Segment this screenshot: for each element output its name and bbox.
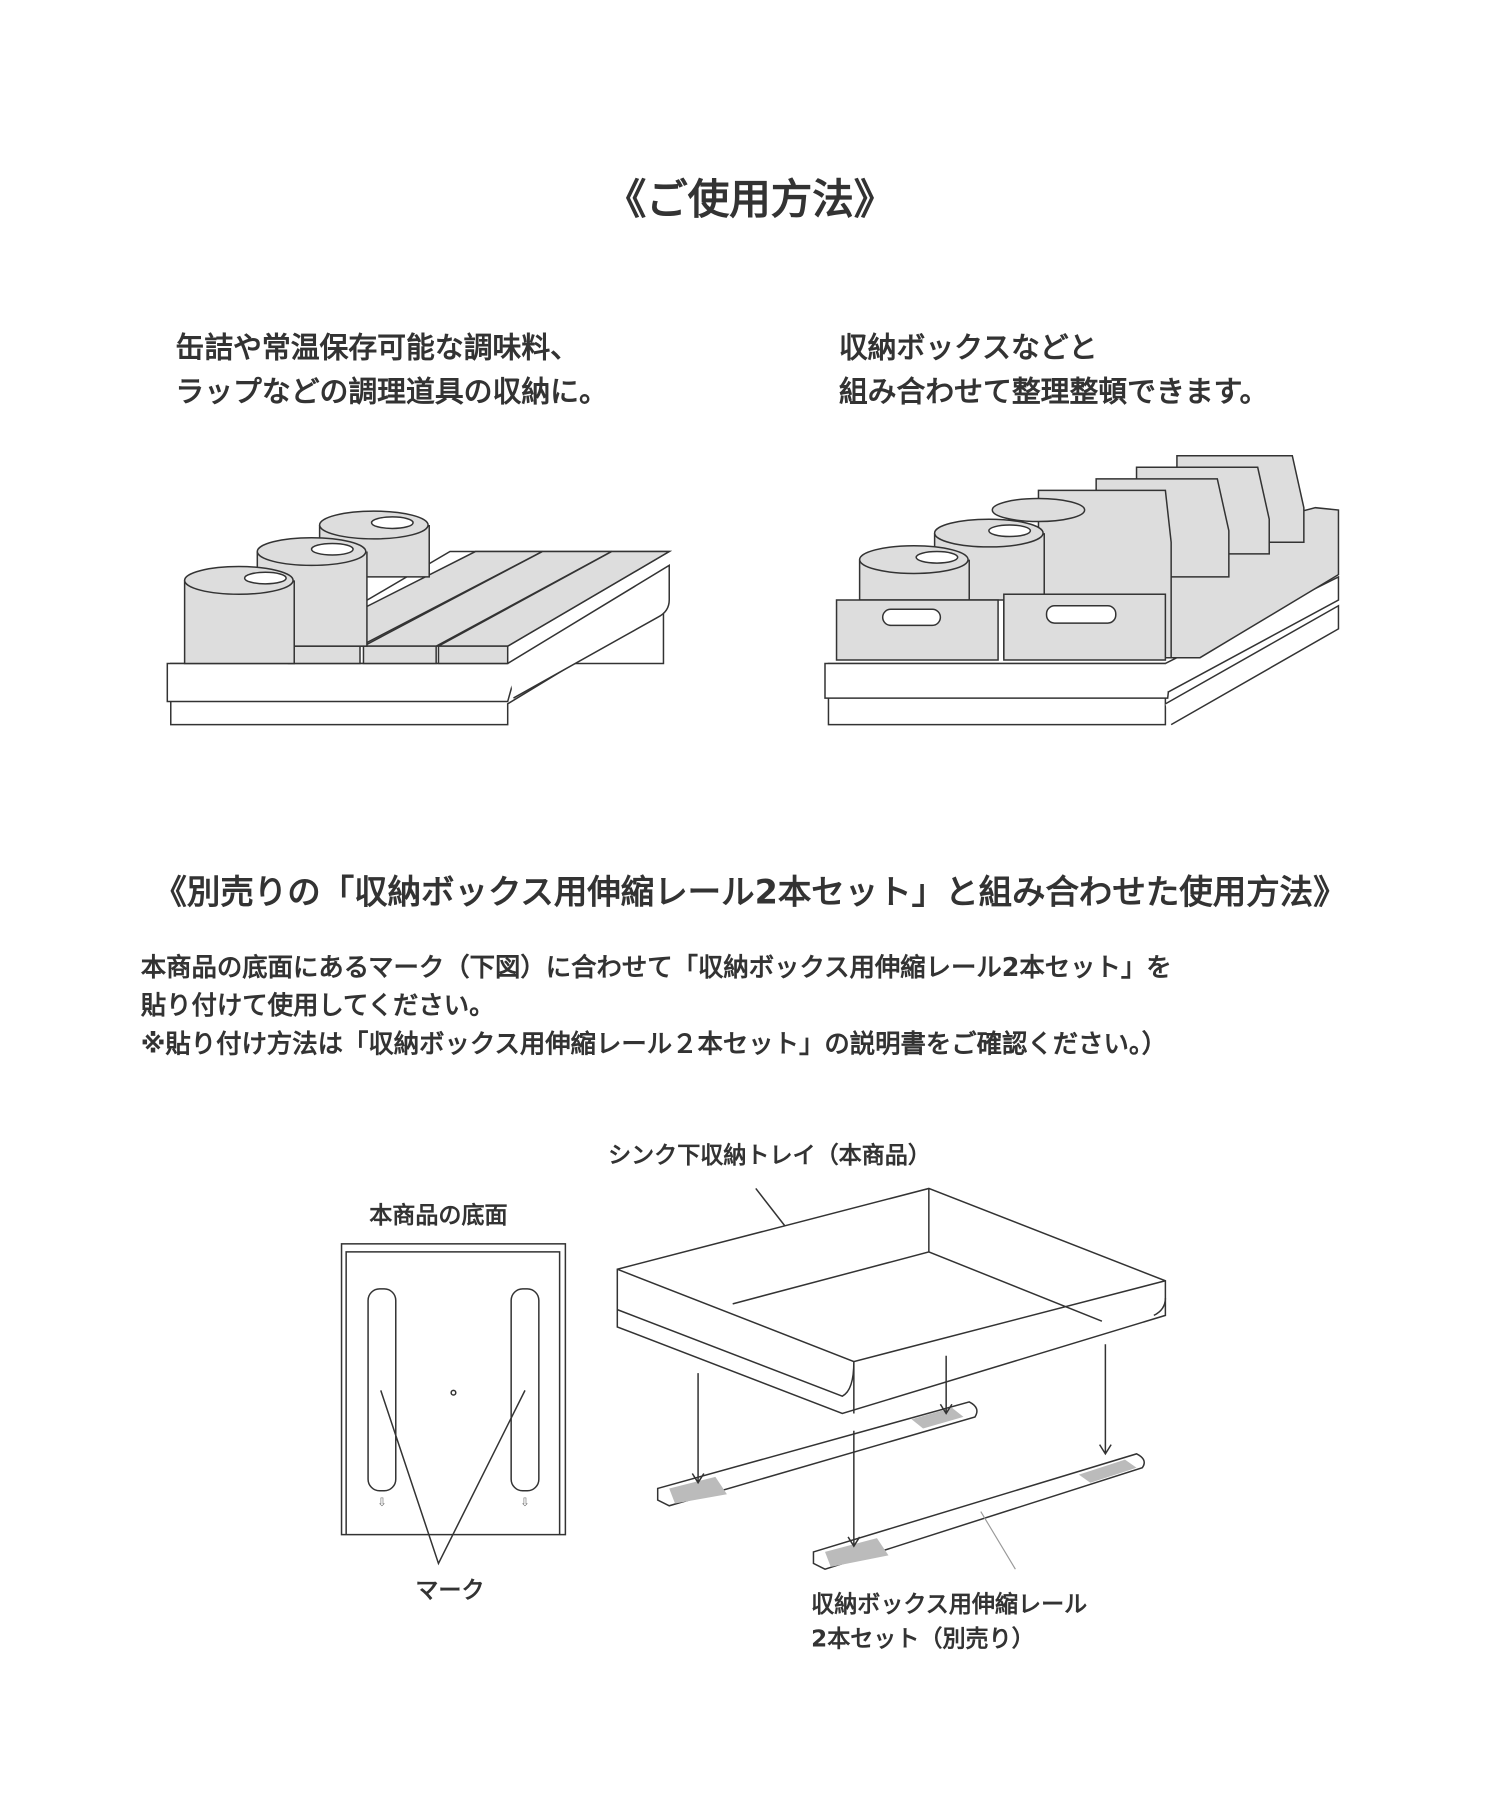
arrow-down-icon: ⇩: [520, 1497, 530, 1509]
combo-body-line-1: 本商品の底面にあるマーク（下図）に合わせて「収納ボックス用伸縮レール2本セット」…: [141, 952, 1172, 982]
right-caption-line-1: 収納ボックスなどと: [839, 331, 1098, 365]
arrow-down-icon: [691, 1344, 1112, 1548]
right-caption-line-2: 組み合わせて整理整頓できます。: [839, 375, 1269, 409]
rail-2: [812, 1453, 1145, 1571]
combo-heading: 《別売りの「収納ボックス用伸縮レール2本セット」と組み合わせた使用方法》: [153, 872, 1346, 911]
bottom-view-label: 本商品の底面: [369, 1202, 507, 1229]
can-icon: [183, 510, 430, 665]
page-title: 《ご使用方法》: [605, 174, 896, 223]
tray-label: シンク下収納トレイ（本商品）: [608, 1142, 931, 1169]
storage-box-icon: [835, 593, 1167, 661]
mark-left: [367, 1288, 397, 1492]
tray-rail-diagram: [616, 1187, 1167, 1571]
combo-body-line-3: ※貼り付け方法は「収納ボックス用伸縮レール２本セット」の説明書をご確認ください。…: [141, 1028, 1167, 1058]
rail-1: [656, 1401, 978, 1507]
rail-label-line-2: 2本セット（別売り）: [811, 1626, 1035, 1653]
left-caption-line-2: ラップなどの調理道具の収納に。: [175, 375, 607, 409]
bag-icon: [1037, 455, 1305, 659]
tray-with-boxes-illustration: [824, 455, 1340, 726]
bottom-view-diagram: ⇩ ⇩: [340, 1243, 567, 1566]
arrow-down-icon: ⇩: [377, 1497, 387, 1509]
mark-right: [510, 1288, 540, 1492]
combo-body-line-2: 貼り付けて使用してください。: [141, 990, 495, 1020]
rail-label-line-1: 収納ボックス用伸縮レール: [811, 1591, 1087, 1618]
left-caption-line-1: 缶詰や常温保存可能な調味料、: [175, 331, 579, 365]
tray-with-cans-illustration: [166, 510, 672, 726]
mark-label: マーク: [415, 1578, 484, 1604]
